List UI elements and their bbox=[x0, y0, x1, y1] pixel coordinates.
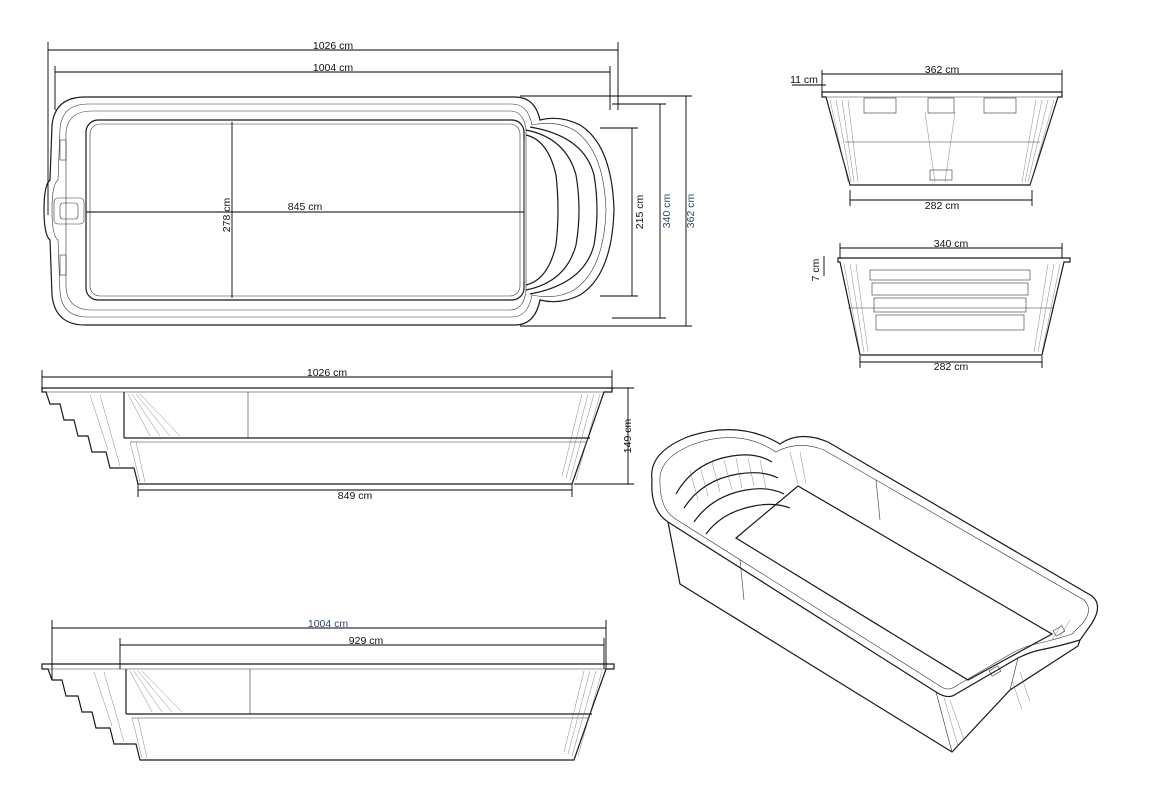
dim-label-1026-side: 1026 cm bbox=[307, 367, 348, 379]
end-top-outline bbox=[821, 91, 1063, 186]
plan-view: 1026 cm 1004 cm 845 cm 278 cm 215 cm 340… bbox=[43, 40, 697, 327]
dim-label-340: 340 cm bbox=[661, 194, 673, 229]
dim-label-849: 849 cm bbox=[338, 490, 373, 502]
plan-outer-rim bbox=[43, 96, 615, 326]
dim-label-1026: 1026 cm bbox=[313, 40, 354, 52]
plan-steps bbox=[523, 126, 598, 295]
dim-label-1004: 1004 cm bbox=[313, 62, 354, 74]
iso-basin-floor bbox=[734, 485, 1054, 681]
iso-shell-side bbox=[667, 521, 1081, 753]
dim-label-929: 929 cm bbox=[349, 635, 384, 647]
dim-label-282-a: 282 cm bbox=[925, 200, 960, 212]
plan-inner-rim-1 bbox=[51, 103, 607, 318]
dim-label-215: 215 cm bbox=[634, 195, 646, 230]
end-section-bottom: 340 cm 7 cm 282 cm bbox=[810, 238, 1071, 373]
dim-label-282-b: 282 cm bbox=[934, 361, 969, 373]
plan-inner-rim-2 bbox=[65, 110, 527, 311]
dim-label-362-end: 362 cm bbox=[925, 64, 960, 76]
dim-label-1004-side: 1004 cm bbox=[308, 618, 349, 630]
dim-label-340-end: 340 cm bbox=[934, 238, 969, 250]
dim-label-845: 845 cm bbox=[288, 201, 323, 213]
plan-skimmer bbox=[53, 197, 85, 225]
end-section-top: 362 cm 11 cm 282 cm bbox=[790, 64, 1063, 212]
dim-label-362: 362 cm bbox=[685, 194, 697, 229]
dim-label-149: 149 cm bbox=[622, 419, 634, 454]
side-top-outline bbox=[41, 387, 613, 485]
iso-rim-inner bbox=[659, 437, 1089, 690]
iso-steps bbox=[675, 454, 791, 535]
iso-rim-outer bbox=[651, 429, 1099, 698]
side-section-bottom: 1004 cm 929 cm bbox=[41, 618, 615, 761]
plan-basin-inner bbox=[89, 123, 521, 297]
side-bottom-outline bbox=[41, 663, 615, 761]
dim-label-278: 278 cm bbox=[221, 198, 233, 233]
end-bottom-outline bbox=[837, 257, 1071, 356]
dim-label-11: 11 cm bbox=[790, 74, 818, 86]
dim-label-7: 7 cm bbox=[810, 258, 822, 281]
isometric-view bbox=[651, 429, 1099, 753]
side-section-top: 1026 cm 149 cm 849 cm bbox=[41, 367, 634, 502]
